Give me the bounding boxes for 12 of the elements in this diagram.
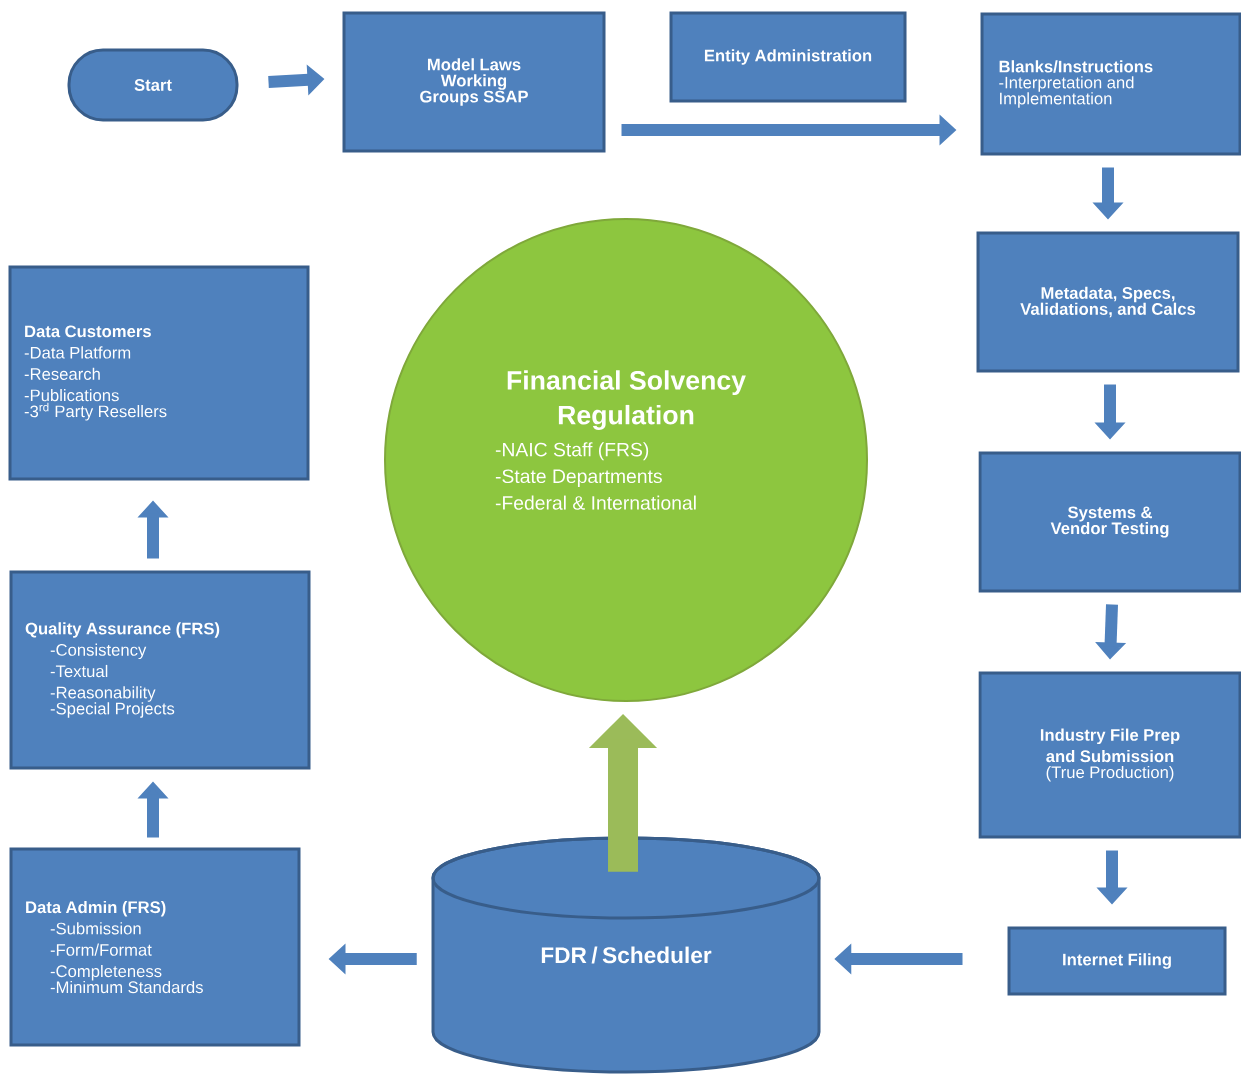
start-terminal: Start bbox=[67, 48, 239, 122]
process-box: Systems & Vendor Testing bbox=[978, 451, 1241, 593]
process-box: Data Admin (FRS) -Submission -Form/Format -Completeness -Minimum Standards bbox=[9, 847, 301, 1047]
process-box: Model Laws Working Groups SSAP bbox=[342, 11, 606, 153]
process-box: Internet Filing bbox=[1007, 926, 1227, 996]
database-cylinder: FDR / Scheduler bbox=[431, 836, 821, 1074]
process-box: Metadata, Specs, Validations, and Calcs bbox=[976, 231, 1240, 373]
process-box: Data Customers -Data Platform -Research -Publications -3$^{rd}$ Party Resellers bbox=[8, 265, 310, 481]
process-box: Quality Assurance (FRS) -Consistency -Textual -Reasonability -Special Projects bbox=[9, 570, 311, 770]
process-box: Blanks/Instructions -Interpretation and Implementation bbox=[980, 12, 1241, 156]
process-box: Industry File Prep and Submission (True Production) bbox=[978, 671, 1241, 839]
process-box: Entity Administration bbox=[669, 11, 907, 103]
